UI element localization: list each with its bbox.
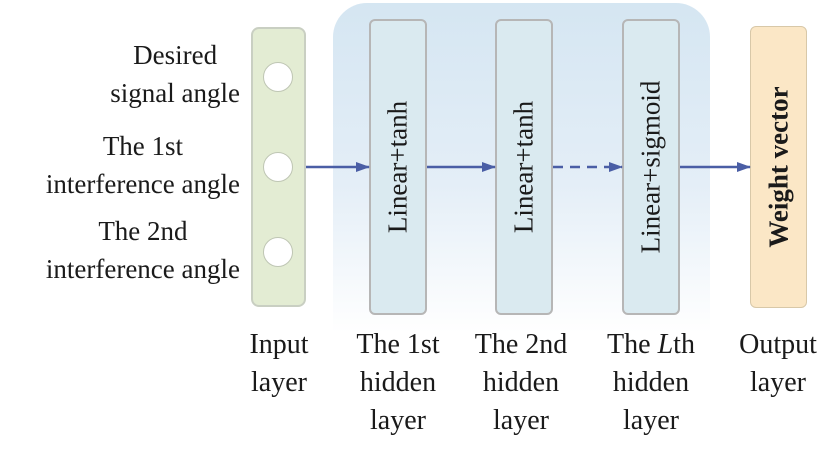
hidden-layer-L-caption: The Lth hidden layer bbox=[607, 326, 695, 440]
caption-prefix: The bbox=[607, 329, 658, 360]
input-layer-caption: Input layer bbox=[249, 326, 308, 402]
hidden-layer-2-box: Linear+tanh bbox=[495, 19, 553, 315]
input-label-line: interference angle bbox=[45, 169, 240, 199]
caption-line: layer bbox=[750, 367, 806, 398]
input-label-desired-signal: Desired signal angle bbox=[110, 36, 240, 112]
caption-line: hidden bbox=[359, 367, 437, 398]
caption-line: layer bbox=[251, 367, 307, 398]
caption-line: layer bbox=[493, 405, 549, 436]
input-node bbox=[263, 237, 293, 267]
input-label-line: The 1st bbox=[102, 131, 184, 161]
hidden-layer-L-box: Linear+sigmoid bbox=[622, 19, 680, 315]
caption-line: hidden bbox=[482, 367, 560, 398]
input-label-line: signal angle bbox=[110, 78, 240, 108]
caption-italic-L: L bbox=[657, 329, 674, 360]
caption-line: layer bbox=[623, 405, 679, 436]
input-label-line: Desired bbox=[133, 40, 218, 70]
caption-line: The 2nd bbox=[474, 329, 568, 360]
input-label-interference-2: The 2nd interference angle bbox=[46, 212, 240, 288]
caption-line: Output bbox=[739, 329, 817, 360]
hidden-layer-1-caption: The 1st hidden layer bbox=[356, 326, 439, 440]
hidden-layer-1-box: Linear+tanh bbox=[369, 19, 427, 315]
caption-line: layer bbox=[370, 405, 426, 436]
input-label-line: interference angle bbox=[45, 254, 240, 284]
hidden-layer-2-caption: The 2nd hidden layer bbox=[475, 326, 568, 440]
caption-suffix: th bbox=[673, 329, 695, 360]
output-layer-caption: Output layer bbox=[739, 326, 817, 402]
caption-line: The 1st bbox=[356, 329, 440, 360]
caption-line: hidden bbox=[612, 367, 690, 398]
input-node bbox=[263, 62, 293, 92]
input-label-line: The 2nd bbox=[98, 216, 188, 246]
input-node bbox=[263, 152, 293, 182]
caption-line: Input bbox=[249, 329, 309, 360]
caption-line: The Lth bbox=[607, 326, 695, 364]
input-label-interference-1: The 1st interference angle bbox=[46, 127, 240, 203]
